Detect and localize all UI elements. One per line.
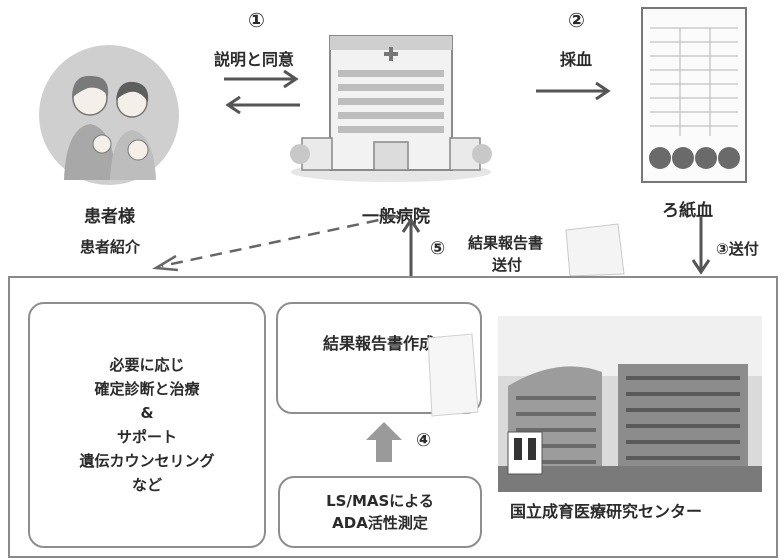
- step1-label: 説明と同意: [214, 50, 295, 69]
- support-box: 必要に応じ 確定診断と治療 & サポート 遺伝カウンセリング など: [28, 302, 266, 548]
- research-center-photo: [498, 316, 762, 492]
- consent-arrow-left: [225, 95, 300, 115]
- consent-arrow-right: [224, 69, 299, 89]
- step3-label: ③送付: [716, 240, 759, 258]
- measure-line1: LS/MASによる: [326, 492, 434, 510]
- step4-up-arrow: [366, 422, 402, 462]
- step2-label: 採血: [560, 50, 593, 69]
- send-arrow-down: [691, 216, 711, 275]
- ada-measurement-box: LS/MASによる ADA活性測定: [278, 476, 482, 548]
- filter-paper-card-illustration: [640, 6, 748, 186]
- report-document-illustration: [424, 332, 480, 418]
- step1-number: ①: [248, 8, 265, 32]
- blood-draw-arrow: [536, 81, 611, 101]
- measure-line2: ADA活性測定: [332, 514, 428, 532]
- report-paper-illustration: [560, 222, 630, 278]
- step5-label-line2: 送付: [492, 256, 523, 274]
- step4-number: ④: [416, 430, 432, 451]
- referral-label: 患者紹介: [80, 238, 141, 256]
- support-line: 確定診断と治療: [94, 380, 200, 398]
- patient-label: 患者様: [84, 207, 135, 227]
- support-line: 必要に応じ: [109, 356, 185, 374]
- report-send-arrow-up: [401, 217, 421, 276]
- step2-number: ②: [568, 8, 585, 32]
- research-center-name: 国立成育医療研究センター: [510, 502, 703, 521]
- patient-illustration: [34, 40, 184, 190]
- referral-dashed-arrow: [152, 214, 399, 272]
- support-line: など: [131, 476, 162, 494]
- support-line: サポート: [116, 428, 177, 446]
- support-line: &: [140, 404, 154, 422]
- support-line: 遺伝カウンセリング: [79, 452, 215, 470]
- report-creation-label: 結果報告書作成: [322, 334, 435, 353]
- step5-number: ⑤: [430, 238, 446, 259]
- hospital-illustration: [286, 22, 496, 182]
- step5-label-line1: 結果報告書: [468, 234, 544, 252]
